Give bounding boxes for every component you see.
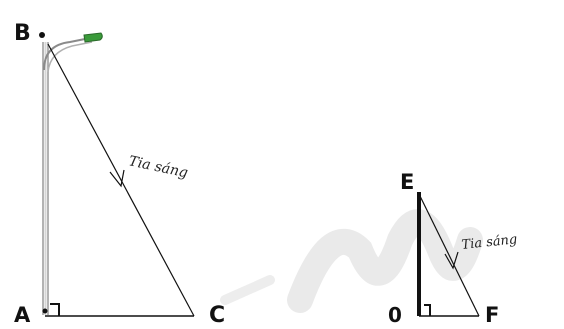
light-ray-bc [47,43,195,317]
ray-arrow-right [444,251,459,270]
point-a-dot [42,308,48,314]
point-b-dot [39,32,45,38]
label-o: 0 [388,303,402,327]
light-ray-ef [418,193,480,317]
lamp-arm [43,37,91,71]
watermark [220,209,483,313]
ray-arrow-left [109,169,125,188]
ray-label-left: Tia sáng [127,153,189,181]
label-e: E [400,170,414,194]
right-angle-marker-o [424,304,431,316]
label-a: A [14,303,31,327]
right-angle-marker-a [50,303,60,316]
ray-label-right: Tia sáng [461,232,518,253]
lamp-post-figure: B A C Tia sáng [14,21,225,328]
label-c: C [209,303,225,328]
lamp-head [83,32,103,43]
stick-figure: E 0 F Tia sáng [388,170,518,327]
label-b: B [14,21,31,46]
label-f: F [485,303,499,327]
